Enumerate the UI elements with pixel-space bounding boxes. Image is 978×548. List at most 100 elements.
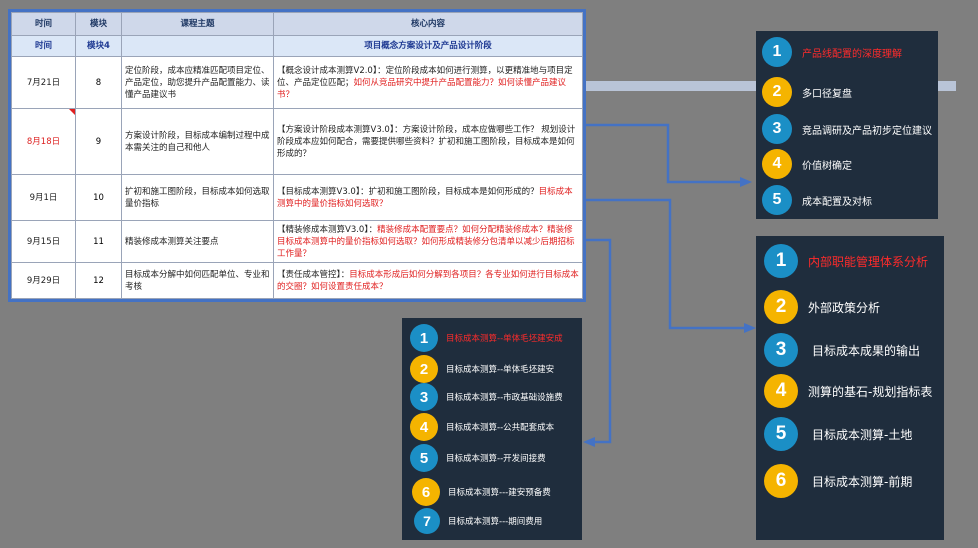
row-topic: 方案设计阶段，目标成本编制过程中成本需关注的自己和他人 bbox=[121, 108, 274, 175]
item-label: 外部政策分析 bbox=[808, 300, 881, 315]
row-content: 【目标成本测算V3.0】：扩初和施工图阶段，目标成本是如何形成的？目标成本测算中… bbox=[273, 174, 583, 221]
list-item: 2 多口径复盘 bbox=[762, 77, 852, 107]
header-date: 时间 bbox=[11, 12, 76, 36]
panel-product-positioning: 1 产品线配置的深度理解 2 多口径复盘 3 竞品调研及产品初步定位建议 4 价… bbox=[756, 31, 938, 219]
table-row: 9月29日 12 目标成本分解中如何匹配单位、专业和考核 【责任成本管控】：目标… bbox=[11, 262, 583, 299]
arrow-head-right bbox=[744, 323, 756, 333]
row-date: 9月29日 bbox=[11, 262, 76, 299]
content-red: 目标成本形成后如何分解到各项目？各专业如何进行目标成本的交圈？如何设置责任成本？ bbox=[277, 269, 579, 292]
item-label: 目标成本测算--单体毛坯建安 bbox=[446, 365, 555, 375]
item-label: 目标成本测算--市政基础设施费 bbox=[446, 393, 563, 403]
item-label: 目标成本测算---期间费用 bbox=[448, 517, 543, 527]
content-black: 【方案设计阶段成本测算V3.0】：方案设计阶段，成本应做哪些工作？ 规划设计阶段… bbox=[277, 124, 576, 159]
arrow-head-bottom bbox=[583, 437, 595, 447]
item-label: 内部职能管理体系分析 bbox=[808, 254, 929, 269]
row-date: 9月1日 bbox=[11, 174, 76, 221]
number-badge: 6 bbox=[764, 464, 798, 498]
row-content: 【精装修成本测算V3.0】：精装修成本配置要点？如何分配精装修成本？精装修目标成… bbox=[273, 220, 583, 263]
header-content: 核心内容 bbox=[273, 12, 583, 36]
course-table-frame: 时间 模块 课程主题 核心内容 时间 模块4 项目概念方案设计及产品设计阶段 7… bbox=[8, 9, 586, 302]
content-black: 【概念设计成本测算V2.0】：定位阶段成本如何进行测算，以更精准地与项目定位、产… bbox=[277, 65, 573, 88]
panel-target-cost: 1 内部职能管理体系分析 2 外部政策分析 3 目标成本成果的输出 4 测算的基… bbox=[756, 236, 944, 540]
sub-topic bbox=[121, 35, 274, 57]
row-content: 【责任成本管控】：目标成本形成后如何分解到各项目？各专业如何进行目标成本的交圈？… bbox=[273, 262, 583, 299]
list-item: 4 价值树确定 bbox=[762, 149, 852, 179]
list-item: 3 目标成本测算--市政基础设施费 bbox=[410, 383, 563, 411]
table-row: 9月15日 11 精装修成本测算关注要点 【精装修成本测算V3.0】：精装修成本… bbox=[11, 220, 583, 263]
table-row: 8月18日 9 方案设计阶段，目标成本编制过程中成本需关注的自己和他人 【方案设… bbox=[11, 108, 583, 175]
number-badge: 6 bbox=[412, 478, 440, 506]
row-module: 10 bbox=[75, 174, 122, 221]
row-date: 7月21日 bbox=[11, 56, 76, 109]
item-label: 价值树确定 bbox=[802, 160, 852, 172]
row-topic: 目标成本分解中如何匹配单位、专业和考核 bbox=[121, 262, 274, 299]
list-item: 2 外部政策分析 bbox=[764, 290, 880, 324]
course-table: 时间 模块 课程主题 核心内容 时间 模块4 项目概念方案设计及产品设计阶段 7… bbox=[11, 12, 583, 299]
row-module: 12 bbox=[75, 262, 122, 299]
row-content: 【方案设计阶段成本测算V3.0】：方案设计阶段，成本应做哪些工作？ 规划设计阶段… bbox=[273, 108, 583, 175]
list-item: 6 目标成本测算-前期 bbox=[764, 464, 912, 498]
content-black: 【责任成本管控】： bbox=[277, 269, 350, 280]
number-badge: 5 bbox=[410, 444, 438, 472]
number-badge: 3 bbox=[762, 114, 792, 144]
list-item: 5 目标成本测算-土地 bbox=[764, 417, 912, 451]
number-badge: 7 bbox=[414, 508, 440, 534]
item-label: 竞品调研及产品初步定位建议 bbox=[802, 125, 932, 137]
number-badge: 4 bbox=[762, 149, 792, 179]
content-red: 目标成本测算中的量价指标如何选取？ bbox=[277, 186, 573, 209]
number-badge: 1 bbox=[762, 37, 792, 67]
number-badge: 2 bbox=[764, 290, 798, 324]
number-badge: 4 bbox=[764, 374, 798, 408]
list-item: 5 成本配置及对标 bbox=[762, 185, 872, 215]
list-item: 1 目标成本测算--单体毛坯建安成 bbox=[410, 324, 563, 352]
content-red: 如何从竞品研究中提升产品配置能力？如何读懂产品建议书？ bbox=[277, 77, 567, 100]
connector-row10 bbox=[586, 198, 745, 330]
panel-cost-calculation: 1 目标成本测算--单体毛坯建安成 2 目标成本测算--单体毛坯建安 3 目标成… bbox=[402, 318, 582, 540]
item-label: 目标成本测算--单体毛坯建安成 bbox=[446, 334, 563, 344]
row-date: 8月18日 bbox=[11, 108, 76, 175]
number-badge: 2 bbox=[762, 77, 792, 107]
number-badge: 5 bbox=[762, 185, 792, 215]
number-badge: 3 bbox=[410, 383, 438, 411]
list-item: 4 测算的基石-规划指标表 bbox=[764, 374, 932, 408]
table-row: 7月21日 8 定位阶段，成本应精准匹配项目定位、产品定位，助您提升产品配置能力… bbox=[11, 56, 583, 109]
row-topic: 精装修成本测算关注要点 bbox=[121, 220, 274, 263]
content-black: 【目标成本测算V3.0】：扩初和施工图阶段，目标成本是如何形成的？ bbox=[277, 186, 539, 197]
content-black: 【精装修成本测算V3.0】： bbox=[277, 224, 378, 235]
item-label: 成本配置及对标 bbox=[802, 196, 872, 208]
content-red: 精装修成本配置要点？如何分配精装修成本？精装修目标成本测算中的量价指标如何选取？… bbox=[277, 224, 575, 259]
header-module: 模块 bbox=[75, 12, 122, 36]
list-item: 7 目标成本测算---期间费用 bbox=[414, 508, 542, 534]
table-row: 9月1日 10 扩初和施工图阶段，目标成本如何选取量价指标 【目标成本测算V3.… bbox=[11, 174, 583, 221]
list-item: 2 目标成本测算--单体毛坯建安 bbox=[410, 355, 554, 383]
item-label: 目标成本测算--公共配套成本 bbox=[446, 423, 555, 433]
row-module: 9 bbox=[75, 108, 122, 175]
row-topic: 扩初和施工图阶段，目标成本如何选取量价指标 bbox=[121, 174, 274, 221]
item-label: 目标成本测算-前期 bbox=[812, 474, 913, 489]
list-item: 1 产品线配置的深度理解 bbox=[762, 37, 902, 67]
number-badge: 2 bbox=[410, 355, 438, 383]
number-badge: 5 bbox=[764, 417, 798, 451]
list-item: 1 内部职能管理体系分析 bbox=[764, 244, 928, 278]
sub-module: 模块4 bbox=[75, 35, 122, 57]
row-topic: 定位阶段，成本应精准匹配项目定位、产品定位，助您提升产品配置能力、读懂产品建议书 bbox=[121, 56, 274, 109]
sub-date: 时间 bbox=[11, 35, 76, 57]
row-date: 9月15日 bbox=[11, 220, 76, 263]
number-badge: 1 bbox=[410, 324, 438, 352]
list-item: 4 目标成本测算--公共配套成本 bbox=[410, 413, 554, 441]
item-label: 多口径复盘 bbox=[802, 88, 852, 100]
number-badge: 4 bbox=[410, 413, 438, 441]
row-module: 8 bbox=[75, 56, 122, 109]
item-label: 目标成本测算---建安预备费 bbox=[448, 488, 551, 498]
item-label: 目标成本测算-土地 bbox=[812, 427, 913, 442]
list-item: 3 目标成本成果的输出 bbox=[764, 333, 920, 367]
row-content: 【概念设计成本测算V2.0】：定位阶段成本如何进行测算，以更精准地与项目定位、产… bbox=[273, 56, 583, 109]
list-item: 3 竞品调研及产品初步定位建议 bbox=[762, 114, 932, 144]
item-label: 目标成本测算--开发间接费 bbox=[446, 454, 546, 464]
number-badge: 1 bbox=[764, 244, 798, 278]
row-module: 11 bbox=[75, 220, 122, 263]
header-topic: 课程主题 bbox=[121, 12, 274, 36]
table-sub-row: 时间 模块4 项目概念方案设计及产品设计阶段 bbox=[11, 35, 583, 57]
item-label: 产品线配置的深度理解 bbox=[802, 48, 902, 60]
connector-row9 bbox=[586, 123, 740, 184]
